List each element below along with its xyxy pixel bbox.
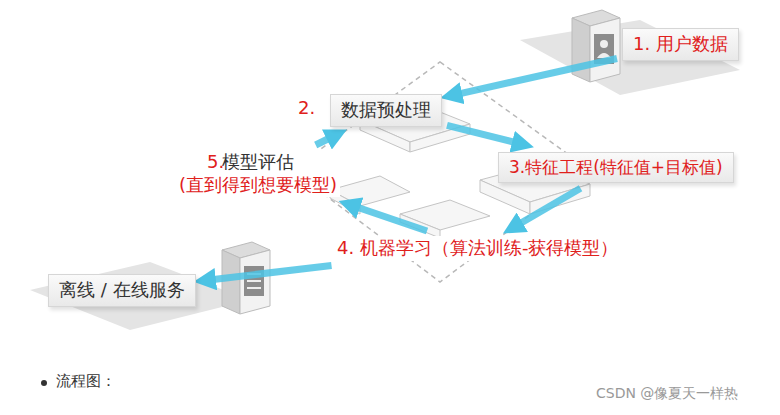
paper-stack — [400, 200, 490, 238]
callout-number: 5. — [207, 151, 224, 174]
list-caption: 流程图： — [56, 372, 116, 391]
flow-arrow — [203, 266, 332, 281]
watermark: CSDN @像夏天一样热 — [596, 385, 738, 403]
list-bullet — [41, 380, 47, 386]
flow-arrow — [449, 58, 617, 96]
service-box: 离线 / 在线服务 — [48, 274, 196, 307]
ground-plate — [520, 20, 740, 95]
flow-arrow — [347, 204, 427, 231]
data-source-box: 1. 用户数据 — [622, 28, 739, 61]
process-box: 4. 机器学习（算法训练-获得模型） — [334, 236, 621, 261]
flow-arrow — [316, 134, 339, 146]
node-note: (直到得到想要模型) — [179, 174, 337, 197]
node-title: 3.特征工程(特征值+目标值) — [509, 157, 723, 178]
node-title: 数据预处理 — [341, 99, 431, 122]
node-title: 4. 机器学习 — [337, 237, 432, 260]
node-title: 模型评估 — [222, 151, 294, 174]
node-title: 1. 用户数据 — [633, 33, 728, 56]
flow-arrow — [447, 125, 525, 145]
flow-arrow — [511, 188, 581, 229]
process-box: 模型评估(直到得到想要模型) — [176, 150, 340, 197]
ground-plate — [30, 262, 250, 330]
process-box: 数据预处理 — [330, 94, 442, 127]
node-title: 离线 / 在线服务 — [59, 279, 185, 302]
server-icon — [572, 10, 620, 82]
process-box: 3.特征工程(特征值+目标值) — [498, 152, 734, 183]
node-note: （算法训练-获得模型） — [432, 237, 619, 260]
callout-number: 2. — [298, 97, 315, 120]
